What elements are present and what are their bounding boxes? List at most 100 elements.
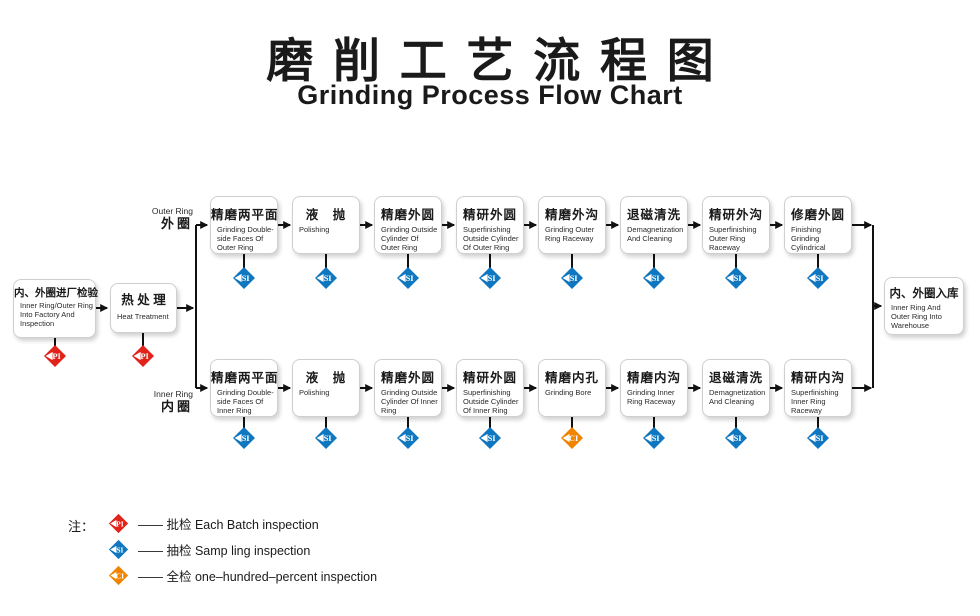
process-title-en: Superfinishing Outside Cylinder Of Inner… (463, 388, 519, 416)
process-title-zh: 精研外沟 (708, 208, 763, 222)
process-box-outer-6: 精研外沟 Superfinishing Outer Ring Raceway (702, 196, 770, 254)
process-box-heat-treatment: 热 处 理 Heat Treatment (110, 283, 177, 333)
svg-text:PI: PI (140, 351, 149, 361)
si-inspection-marker-icon: SI (232, 266, 256, 290)
process-box-outer-2: 精磨外圆 Grinding Outside Cylinder Of Outer … (374, 196, 442, 254)
ci-inspection-marker-icon: CI (560, 426, 584, 450)
legend-note: 注： (68, 519, 95, 534)
process-box-outer-7: 修磨外圆 Finishing Grinding Cylindrical (784, 196, 852, 254)
branch-label-outer-ring: Outer Ring 外圈 (129, 206, 193, 232)
process-title-zh: 精磨内孔 (544, 371, 599, 385)
svg-text:PI: PI (116, 519, 124, 528)
branch-label-zh: 内圈 (160, 399, 193, 415)
process-box-outer-1: 液 抛 Polishing (292, 196, 360, 254)
svg-text:SI: SI (488, 273, 497, 283)
process-title-en: Superfinishing Outer Ring Raceway (709, 225, 757, 253)
process-title-en: Demagnetization And Cleaning (709, 388, 766, 407)
process-title-zh: 内、外圈进厂检验 (14, 287, 98, 299)
svg-text:SI: SI (652, 273, 661, 283)
svg-text:SI: SI (116, 545, 123, 554)
legend-item: PI —— 批检 Each Batch inspection (108, 513, 377, 533)
legend-rows: PI —— 批检 Each Batch inspection SI —— 抽检 … (108, 513, 377, 585)
ci-inspection-marker-icon: CI (108, 565, 129, 586)
process-title-zh: 精磨两平面 (211, 208, 279, 222)
svg-text:SI: SI (652, 433, 661, 443)
branch-label-inner-ring: Inner Ring 内圈 (129, 389, 193, 415)
process-title-en: Grinding Bore (545, 388, 592, 397)
pi-inspection-marker-icon: PI (131, 344, 155, 368)
process-title-zh: 精磨外沟 (544, 208, 599, 222)
si-inspection-marker-icon: SI (724, 426, 748, 450)
process-box-inner-6: 退磁清洗 Demagnetization And Cleaning (702, 359, 770, 417)
si-inspection-marker-icon: SI (560, 266, 584, 290)
process-title-zh: 精研内沟 (790, 371, 845, 385)
si-inspection-marker-icon: SI (806, 266, 830, 290)
process-box-outer-3: 精研外圆 Superfinishing Outside Cylinder Of … (456, 196, 524, 254)
svg-text:SI: SI (242, 433, 251, 443)
process-title-en: Heat Treatment (117, 312, 169, 321)
legend-item-label: —— 全检 one–hundred–percent inspection (138, 569, 378, 584)
svg-text:SI: SI (406, 433, 415, 443)
process-title-en: Grinding Outside Cylinder Of Inner Ring (381, 388, 438, 416)
process-box-inner-2: 精磨外圆 Grinding Outside Cylinder Of Inner … (374, 359, 442, 417)
svg-text:SI: SI (816, 273, 825, 283)
si-inspection-marker-icon: SI (478, 426, 502, 450)
process-title-en: Superfinishing Inner Ring Raceway (791, 388, 839, 416)
svg-text:SI: SI (324, 273, 333, 283)
si-inspection-marker-icon: SI (108, 539, 129, 560)
svg-text:SI: SI (324, 433, 333, 443)
legend-item-label: —— 抽检 Samp ling inspection (138, 543, 311, 558)
si-inspection-marker-icon: SI (232, 426, 256, 450)
svg-text:SI: SI (734, 273, 743, 283)
si-inspection-marker-icon: SI (806, 426, 830, 450)
svg-text:SI: SI (488, 433, 497, 443)
process-title-en: Grinding Outside Cylinder Of Outer Ring (381, 225, 438, 253)
branch-label-en: Inner Ring (153, 389, 193, 399)
process-box-incoming-inspection: 内、外圈进厂检验 Inner Ring/Outer Ring Into Fact… (13, 279, 98, 338)
process-title-en: Superfinishing Outside Cylinder Of Outer… (463, 225, 519, 253)
process-title-en: Grinding Double-side Faces Of Inner Ring (217, 388, 274, 416)
si-inspection-marker-icon: SI (478, 266, 502, 290)
svg-text:PI: PI (52, 351, 61, 361)
process-title-en: Finishing Grinding Cylindrical (791, 225, 826, 253)
svg-text:CI: CI (569, 433, 579, 443)
legend-item-label: —— 批检 Each Batch inspection (138, 517, 319, 532)
process-title-en: Polishing (299, 225, 330, 234)
process-box-outer-4: 精磨外沟 Grinding Outer Ring Raceway (538, 196, 606, 254)
process-title-en: Polishing (299, 388, 330, 397)
si-inspection-marker-icon: SI (642, 426, 666, 450)
process-box-outer-0: 精磨两平面 Grinding Double-side Faces Of Oute… (210, 196, 278, 254)
process-title-en: Inner Ring And Outer Ring Into Warehouse (891, 303, 942, 331)
svg-text:SI: SI (570, 273, 579, 283)
process-box-warehouse: 内、外圈入库 Inner Ring And Outer Ring Into Wa… (884, 277, 964, 335)
process-title-zh: 精磨两平面 (211, 371, 279, 385)
process-title-zh: 退磁清洗 (708, 371, 763, 385)
svg-text:SI: SI (242, 273, 251, 283)
si-inspection-marker-icon: SI (642, 266, 666, 290)
svg-text:CI: CI (116, 571, 124, 580)
process-box-inner-0: 精磨两平面 Grinding Double-side Faces Of Inne… (210, 359, 278, 417)
process-box-inner-5: 精磨内沟 Grinding Inner Ring Raceway (620, 359, 688, 417)
si-inspection-marker-icon: SI (314, 266, 338, 290)
process-box-inner-1: 液 抛 Polishing (292, 359, 360, 417)
legend-item: CI —— 全检 one–hundred–percent inspection (108, 565, 377, 585)
process-title-zh: 退磁清洗 (626, 208, 681, 222)
legend-item: SI —— 抽检 Samp ling inspection (108, 539, 377, 559)
process-title-zh: 热 处 理 (121, 293, 166, 307)
process-box-inner-7: 精研内沟 Superfinishing Inner Ring Raceway (784, 359, 852, 417)
branch-label-zh: 外圈 (160, 216, 193, 232)
page-title-chinese: 磨削工艺流程图 (266, 34, 734, 87)
process-title-zh: 液 抛 (305, 208, 347, 222)
process-title-zh: 精磨外圆 (380, 371, 435, 385)
process-title-en: Grinding Outer Ring Raceway (545, 225, 595, 244)
process-box-outer-5: 退磁清洗 Demagnetization And Cleaning (620, 196, 688, 254)
process-title-zh: 精磨外圆 (380, 208, 435, 222)
process-title-zh: 修磨外圆 (790, 208, 845, 222)
legend: 注： PI —— 批检 Each Batch inspection SI —— … (68, 513, 377, 585)
svg-text:SI: SI (734, 433, 743, 443)
process-box-inner-3: 精研外圆 Superfinishing Outside Cylinder Of … (456, 359, 524, 417)
process-title-zh: 内、外圈入库 (889, 288, 959, 300)
si-inspection-marker-icon: SI (396, 426, 420, 450)
pi-inspection-marker-icon: PI (108, 513, 129, 534)
